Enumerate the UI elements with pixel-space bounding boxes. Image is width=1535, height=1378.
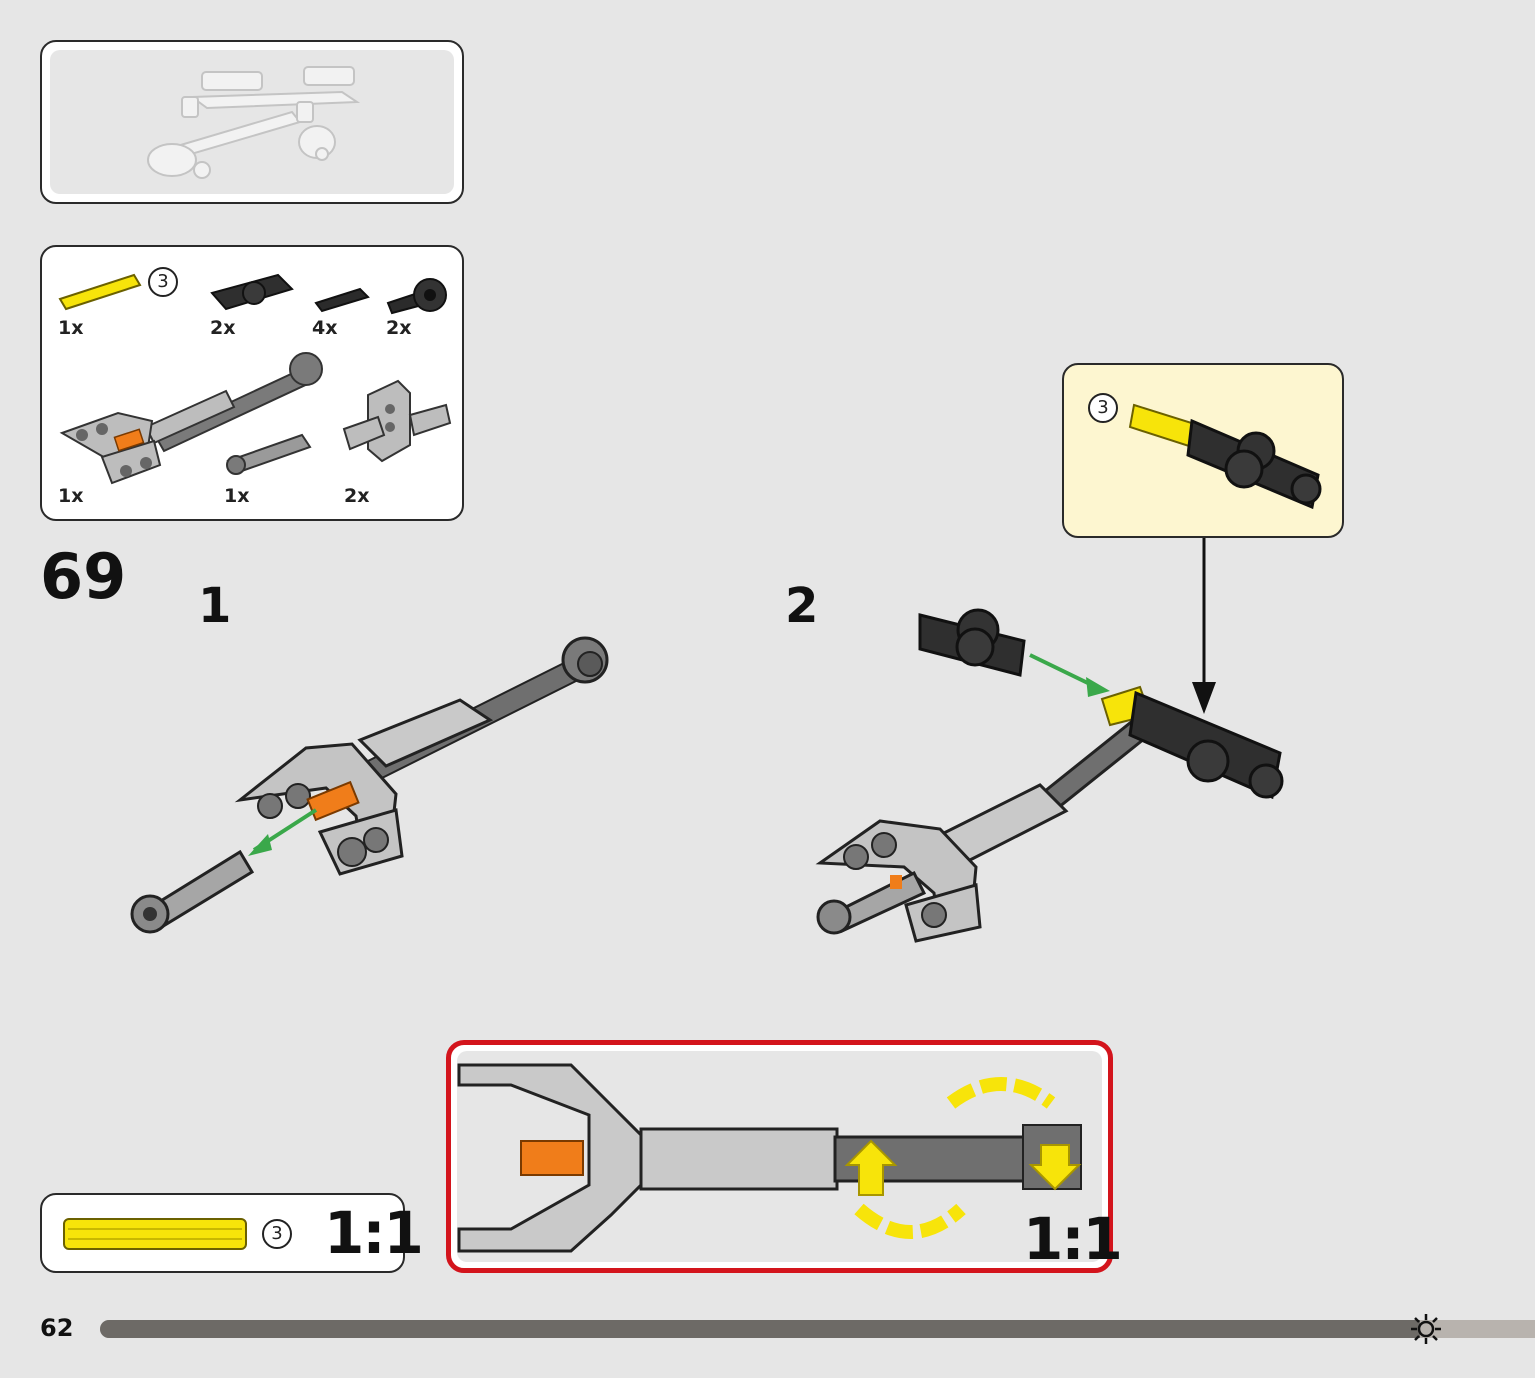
qty-pin: 4x xyxy=(312,317,338,339)
qty-connector: 2x xyxy=(210,317,236,339)
preview-model-image xyxy=(147,66,361,179)
angle-connector-icon xyxy=(386,278,447,315)
callout-axle-length-mark: 3 xyxy=(1088,393,1118,423)
gear-icon xyxy=(1411,1314,1441,1344)
parts-list-panel: 3 1x 2x 4x 2x 1x 1x 2x xyxy=(40,245,464,521)
substep-1-label: 1 xyxy=(198,578,232,634)
cross-block-icon xyxy=(342,379,452,463)
substep-2-label: 2 xyxy=(785,578,819,634)
qty-cross-block: 2x xyxy=(344,485,370,507)
callout-box: 3 xyxy=(1062,363,1344,538)
qty-ujoint: 1x xyxy=(224,485,250,507)
qty-angle-connector: 2x xyxy=(386,317,412,339)
pin-icon xyxy=(314,287,370,313)
arm-icon xyxy=(59,352,323,485)
qty-arm: 1x xyxy=(58,485,84,507)
axle-icon xyxy=(58,273,142,311)
step-number: 69 xyxy=(40,540,127,613)
qty-yellow-axle: 1x xyxy=(58,317,84,339)
substep-1-illustration xyxy=(130,636,609,934)
substep-2-illustration xyxy=(815,608,1284,943)
callout-pointer-arrow xyxy=(1192,538,1216,714)
scale-axle-image xyxy=(63,1218,247,1250)
scale-reference-box: 3 1:1 xyxy=(40,1193,424,1273)
rotation-detail-box: 1:1 xyxy=(446,1040,1123,1273)
connector-icon xyxy=(210,273,294,311)
scale-ratio: 1:1 xyxy=(324,1199,424,1267)
progress-fill xyxy=(100,1320,1421,1338)
scale-length-mark: 3 xyxy=(262,1219,292,1249)
rotation-detail-image xyxy=(457,1063,1082,1253)
callout-subassembly-image xyxy=(1128,403,1322,510)
rotation-ratio: 1:1 xyxy=(1023,1205,1123,1273)
page-number: 62 xyxy=(40,1314,74,1342)
progress-bar xyxy=(100,1320,1535,1338)
ujoint-icon xyxy=(226,433,312,475)
axle-length-mark: 3 xyxy=(148,267,178,297)
preview-panel xyxy=(40,40,464,204)
